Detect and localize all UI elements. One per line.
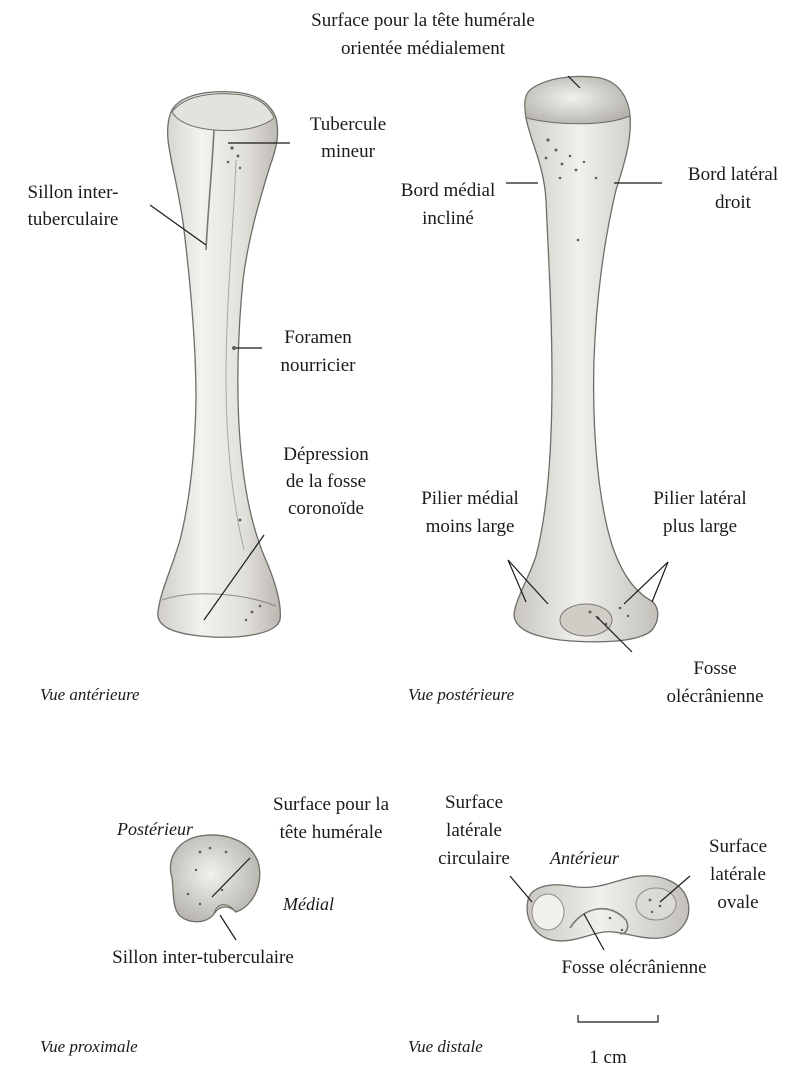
label-bord-lateral-line1: Bord latéral — [688, 164, 778, 185]
label-tubercule-line2: mineur — [321, 141, 375, 162]
label-surface-circ-line2: latérale — [446, 820, 502, 841]
view-label-distal: Vue distale — [408, 1037, 483, 1056]
label-bord-medial-line1: Bord médial — [401, 180, 495, 201]
label-foramen-nourricier: Foramen nourricier — [236, 327, 356, 376]
label-pilier-medial-line2: moins large — [426, 516, 515, 537]
svg-text:Bord médial: Bord médial — [401, 180, 495, 201]
svg-text:olécrânienne: olécrânienne — [666, 686, 763, 707]
svg-text:orientée médialement: orientée médialement — [341, 38, 506, 59]
svg-text:Tubercule: Tubercule — [310, 114, 386, 135]
label-pilier-lateral-line2: plus large — [663, 516, 737, 537]
label-fosse-post-line1: Fosse — [693, 658, 736, 679]
label-surface-laterale-circulaire: Surface latérale circulaire — [438, 792, 532, 902]
label-foramen-line1: Foramen — [284, 327, 352, 348]
posterior-olecranon-fossa-shape — [560, 604, 612, 636]
svg-text:latérale: latérale — [446, 820, 502, 841]
label-surface-circ-line3: circulaire — [438, 848, 510, 869]
svg-text:droit: droit — [715, 192, 752, 213]
label-surface-tete-humerale-post: Surface pour la tête humérale orientée m… — [311, 10, 580, 88]
svg-text:Surface pour la tête humérale: Surface pour la tête humérale — [311, 10, 535, 31]
label-bord-medial-line2: incliné — [422, 208, 474, 229]
svg-text:plus large: plus large — [663, 516, 737, 537]
view-label-proximal: Vue proximale — [40, 1037, 138, 1056]
label-foramen-line2: nourricier — [281, 355, 357, 376]
label-surface-ovale-line3: ovale — [717, 892, 758, 913]
label-surface-prox-line2: tête humérale — [280, 822, 383, 843]
svg-text:Foramen: Foramen — [284, 327, 352, 348]
scale-bar-label: 1 cm — [589, 1047, 627, 1068]
label-surface-post-line2: orientée médialement — [341, 38, 506, 59]
svg-text:circulaire: circulaire — [438, 848, 510, 869]
label-sillon-line2: tuberculaire — [28, 209, 119, 230]
label-pilier-medial-line1: Pilier médial — [421, 488, 519, 509]
svg-text:coronoïde: coronoïde — [288, 498, 364, 519]
label-depression-line3: coronoïde — [288, 498, 364, 519]
svg-text:tuberculaire: tuberculaire — [28, 209, 119, 230]
label-surface-ovale-line1: Surface — [709, 836, 767, 857]
svg-text:de la fosse: de la fosse — [286, 471, 366, 492]
label-depression-line1: Dépression — [283, 444, 369, 465]
label-sillon-prox: Sillon inter-tuberculaire — [112, 947, 294, 968]
view-label-anterior: Vue antérieure — [40, 685, 140, 704]
svg-text:Sillon inter-: Sillon inter- — [28, 182, 119, 203]
svg-text:Bord latéral: Bord latéral — [688, 164, 778, 185]
orient-posterieur: Postérieur — [116, 819, 194, 839]
proximal-view — [170, 835, 259, 922]
svg-text:nourricier: nourricier — [281, 355, 357, 376]
anterior-bone-outline — [158, 92, 281, 638]
label-bord-lateral-line2: droit — [715, 192, 752, 213]
label-surface-ovale-line2: latérale — [710, 864, 766, 885]
scale-bar: 1 cm — [578, 1015, 658, 1068]
label-surface-post-line1: Surface pour la tête humérale — [311, 10, 535, 31]
svg-text:Pilier latéral: Pilier latéral — [653, 488, 746, 509]
svg-text:mineur: mineur — [321, 141, 375, 162]
label-sillon-line1: Sillon inter- — [28, 182, 119, 203]
label-fosse-dist: Fosse olécrânienne — [561, 957, 706, 978]
label-pilier-lateral-line1: Pilier latéral — [653, 488, 746, 509]
label-fosse-post-line2: olécrânienne — [666, 686, 763, 707]
label-bord-medial: Bord médial incliné — [401, 180, 538, 229]
svg-text:Surface: Surface — [445, 792, 503, 813]
label-pilier-lateral: Pilier latéral plus large — [624, 488, 747, 604]
label-sillon-intertuberculaire-prox: Sillon inter-tuberculaire — [112, 915, 294, 968]
label-bord-lateral: Bord latéral droit — [614, 164, 778, 213]
view-label-posterior: Vue postérieure — [408, 685, 515, 704]
posterior-view — [514, 77, 658, 642]
svg-text:Pilier médial: Pilier médial — [421, 488, 519, 509]
label-surface-prox-line1: Surface pour la — [273, 794, 390, 815]
svg-text:Surface: Surface — [709, 836, 767, 857]
orient-anterieur: Antérieur — [549, 848, 620, 868]
svg-text:Fosse: Fosse — [693, 658, 736, 679]
svg-text:tête humérale: tête humérale — [280, 822, 383, 843]
label-depression-line2: de la fosse — [286, 471, 366, 492]
svg-text:latérale: latérale — [710, 864, 766, 885]
label-tubercule-line1: Tubercule — [310, 114, 386, 135]
proximal-articular-outline — [170, 835, 259, 922]
posterior-bone-outline — [514, 77, 658, 642]
distal-view — [527, 876, 689, 941]
svg-text:Surface pour la: Surface pour la — [273, 794, 390, 815]
distal-lateral-circular-facet — [532, 894, 564, 930]
svg-text:Dépression: Dépression — [283, 444, 369, 465]
svg-text:incliné: incliné — [422, 208, 474, 229]
anterior-view — [158, 92, 281, 638]
label-surface-circ-line1: Surface — [445, 792, 503, 813]
svg-text:ovale: ovale — [717, 892, 758, 913]
svg-text:moins large: moins large — [426, 516, 515, 537]
orient-medial: Médial — [282, 894, 334, 914]
